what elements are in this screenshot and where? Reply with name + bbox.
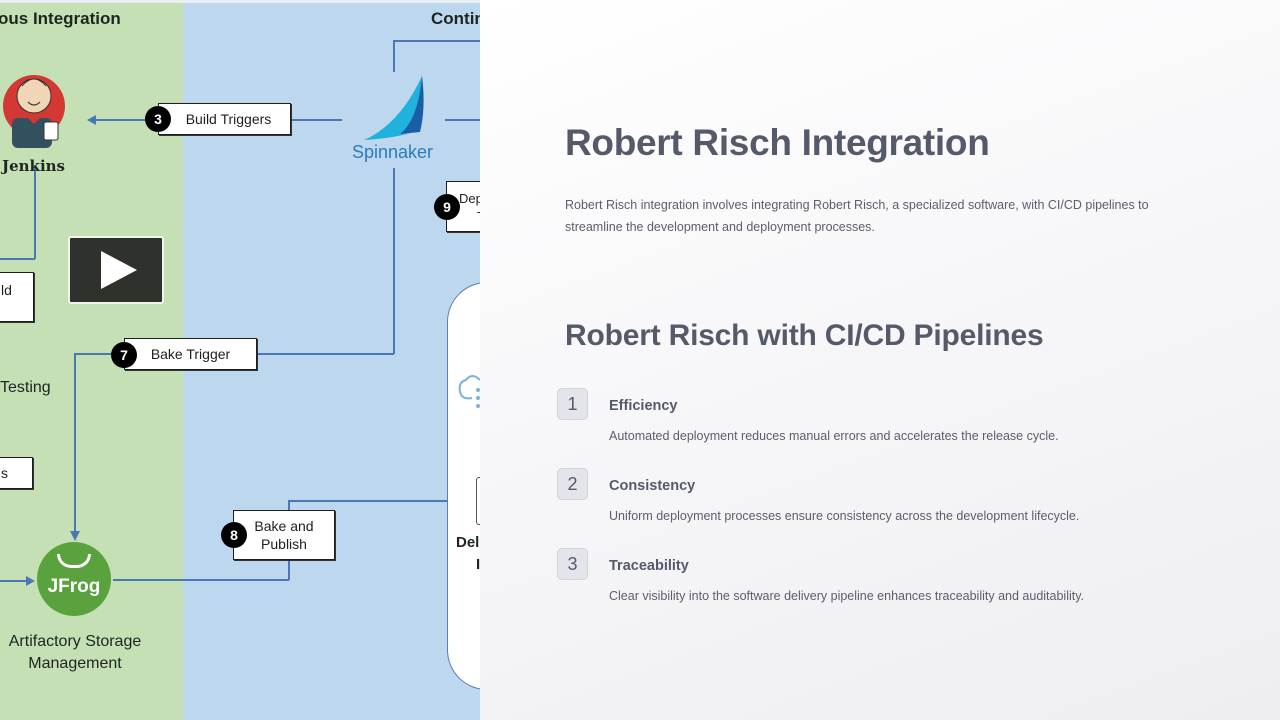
page-title: Robert Risch Integration [565,122,990,163]
intro-paragraph: Robert Risch integration involves integr… [565,198,1149,234]
item-title: Traceability [609,558,689,574]
step-number-badge: 8 [221,522,247,548]
step-number-badge: 9 [434,194,460,220]
item-number-badge: 3 [557,548,588,580]
spinnaker-logo-icon [360,72,430,142]
list-item: 2 Consistency Uniform deployment process… [557,468,1217,538]
deploy-environment-container [447,282,480,690]
lane-title-ci: ous Integration [0,9,121,28]
jfrog-logo-icon: JFrog [37,542,111,616]
arrow-down-icon [70,531,80,541]
video-play-button[interactable] [68,236,164,304]
item-description: Uniform deployment processes ensure cons… [609,509,1080,523]
step-bake-and-publish: Bake and Publish [233,510,335,560]
spinnaker-label: Spinnaker [352,142,434,162]
arrow-left-icon [87,115,96,125]
lane-title-cd: Contin [431,9,480,28]
step-bake-trigger: Bake Trigger [124,338,257,370]
list-item: 3 Traceability Clear visibility into the… [557,548,1217,618]
partial-step-box: s [0,457,33,489]
deploy-label: Del I [456,534,480,573]
play-icon [101,251,137,289]
section-title: Robert Risch with CI/CD Pipelines [565,319,1044,352]
jenkins-label: Jenkins [2,157,65,175]
item-title: Efficiency [609,398,678,414]
item-description: Automated deployment reduces manual erro… [609,429,1059,443]
step-number-badge: 7 [111,342,137,368]
step-number-badge: 3 [145,106,171,132]
item-description: Clear visibility into the software deliv… [609,589,1085,603]
ci-cd-diagram-image: ous Integration Contin Jenkins Build Tri… [0,0,480,720]
list-item: 1 Efficiency Automated deployment reduce… [557,388,1217,458]
arrow-right-icon [26,576,35,586]
testing-label: Testing [0,379,51,396]
item-number-badge: 2 [557,468,588,500]
item-number-badge: 1 [557,388,588,420]
step-build-triggers: Build Triggers [158,103,291,135]
slide-content: Robert Risch Integration Robert Risch in… [480,0,1280,720]
jenkins-logo-icon [2,68,66,148]
artifactory-label: Artifactory Storage Management [8,633,142,672]
item-title: Consistency [609,478,696,494]
cloud-icon [458,370,480,414]
partial-step-box: ld [0,272,34,322]
